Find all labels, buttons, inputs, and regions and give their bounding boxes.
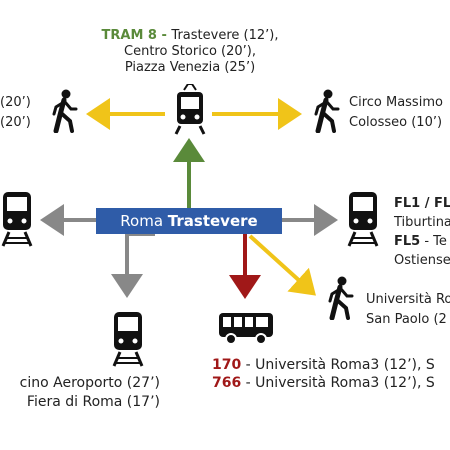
fl-lines-text: FL1 / FL Tiburtina FL5 - Te Ostiense (394, 194, 450, 270)
walk-right-line-1: Circo Massimo (349, 95, 443, 110)
walk-left-line-1: (20’) (0, 95, 31, 110)
bus-lines-text: 170 - Università Roma3 (12’), S 766 - Un… (212, 356, 435, 392)
train-icon-left (1, 192, 33, 247)
walk-icon-right (314, 89, 340, 133)
tram-dest-3: Piazza Venezia (25’) (124, 60, 256, 75)
station-prefix: Roma (120, 212, 164, 230)
ostiense-label: Ostiense (394, 253, 450, 268)
walk-southeast-arrow (248, 234, 316, 296)
walk-icon-left (52, 89, 78, 133)
bus-destinations: - Università Roma3 (12’), S (241, 375, 435, 391)
fl5-rest: - Te (420, 234, 447, 249)
walk-icon-southeast (328, 276, 354, 320)
bus-icon (219, 313, 273, 345)
walk-southeast-line-2: San Paolo (2 (366, 312, 447, 327)
train-south-line-1: cino Aeroporto (27’) (19, 375, 160, 391)
rail-down-arrow (111, 232, 155, 298)
tram-sep: - (156, 28, 172, 43)
bus-line-766: 766 - Università Roma3 (12’), S (212, 374, 435, 392)
walk-right-text: Circo Massimo Colosseo (10’) (349, 95, 443, 131)
tiburtina-label: Tiburtina (394, 215, 450, 230)
walk-right-line-2: Colosseo (10’) (349, 115, 443, 130)
bus-number: 766 (212, 375, 242, 391)
tram-icon (174, 84, 206, 135)
tram-dest-1: Trastevere (12’), (171, 28, 279, 43)
walk-southeast-text: Università Ro San Paolo (2 (366, 290, 450, 330)
walk-left-line-2: (20’) (0, 115, 31, 130)
walk-left-text: (20’) (20’) (0, 95, 31, 131)
tram-dest-2: Centro Storico (20’), (124, 44, 256, 59)
tram-line: TRAM 8 (101, 28, 157, 43)
bus-destinations: - Università Roma3 (12’), S (241, 357, 435, 373)
train-south-text: cino Aeroporto (27’) Fiera di Roma (17’) (0, 374, 160, 412)
bus-number: 170 (212, 357, 242, 373)
fl1-label: FL1 / FL (394, 196, 450, 211)
train-south-line-2: Fiera di Roma (17’) (26, 394, 160, 410)
station-name: Trastevere (167, 212, 258, 230)
train-icon-right (347, 192, 379, 247)
station-box: Roma Trastevere (96, 208, 282, 234)
fl5-label: FL5 (394, 234, 421, 249)
tram-destinations: TRAM 8 - Trastevere (12’), Centro Storic… (60, 28, 320, 76)
train-icon-bottom (112, 312, 144, 367)
walk-southeast-line-1: Università Ro (366, 292, 450, 307)
bus-line-170: 170 - Università Roma3 (12’), S (212, 356, 435, 374)
